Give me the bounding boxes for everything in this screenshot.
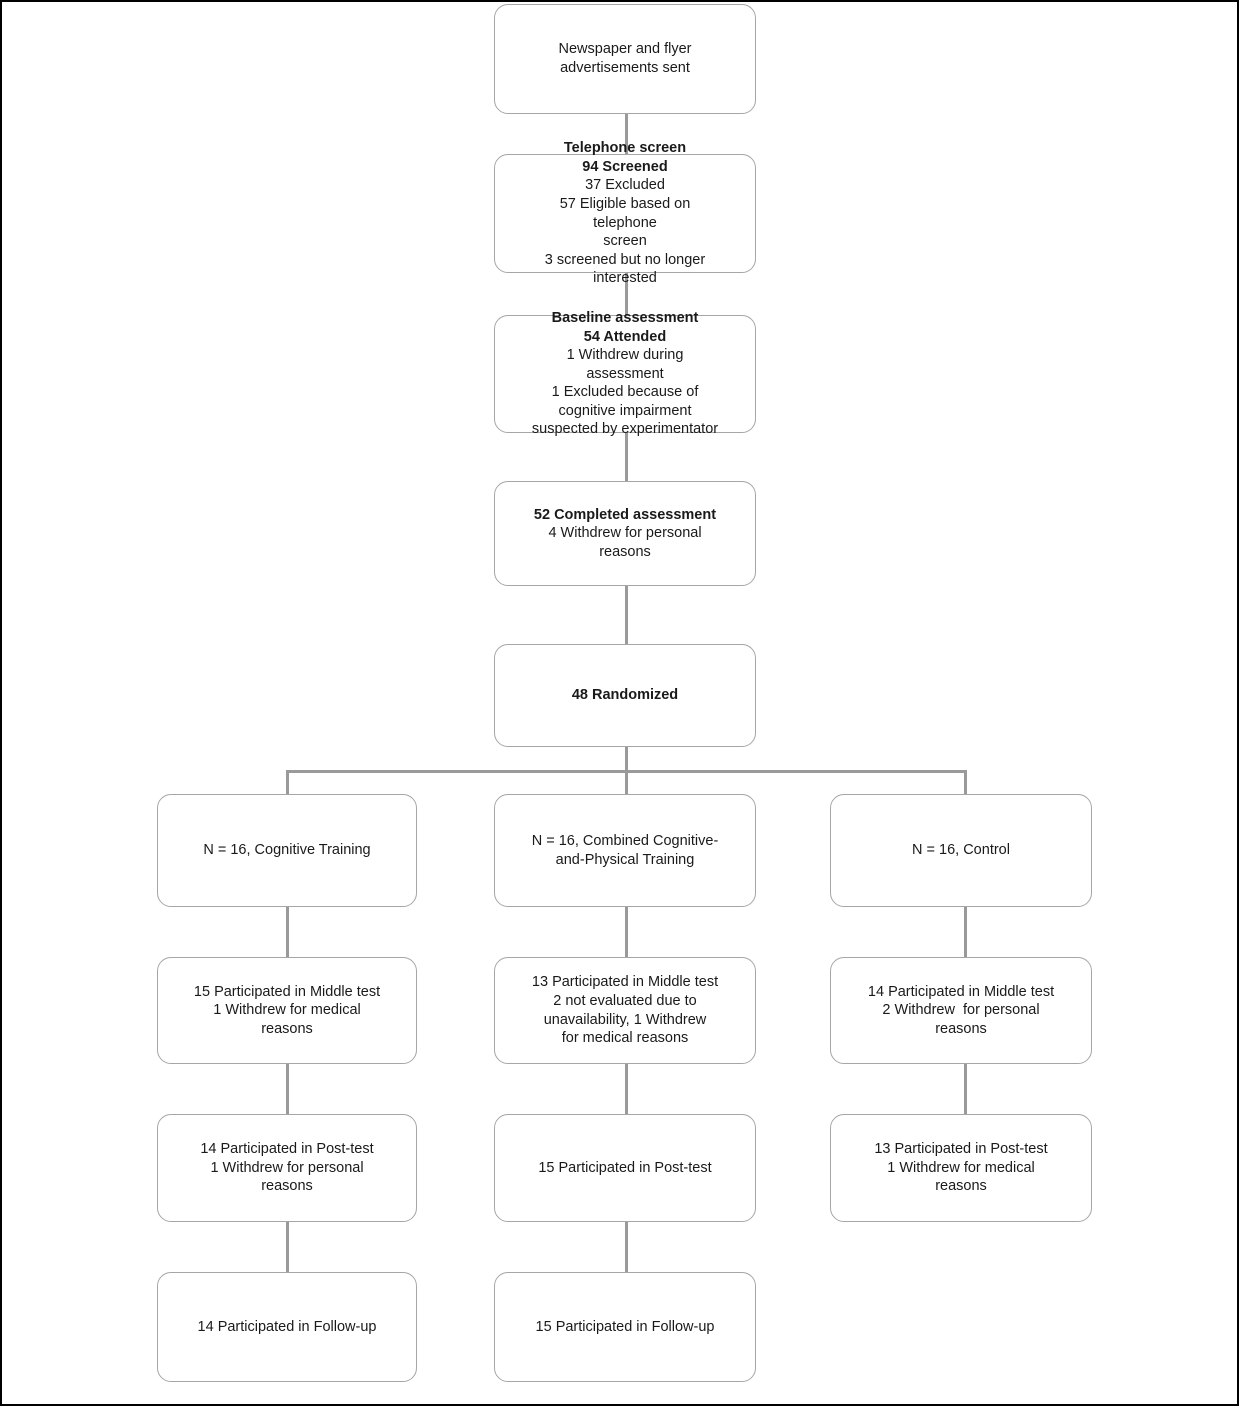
text-line: Newspaper and flyer (558, 41, 692, 58)
connector-middle2-to-post (625, 1064, 628, 1114)
text-line: Baseline assessment (551, 310, 699, 327)
arm-control-box[interactable]: N = 16, Control (830, 794, 1092, 907)
arm-combined-training-text: N = 16, Combined Cognitive-and-Physical … (505, 832, 745, 869)
text-line: reasons (935, 1020, 987, 1037)
text-line: Telephone screen (563, 140, 687, 157)
connector-post1-to-followup (286, 1222, 289, 1272)
connector-arm3-to-middle (964, 907, 967, 957)
connector-branch-middle-drop (625, 770, 628, 794)
text-line: 13 Participated in Middle test (531, 974, 719, 991)
connector-baseline-to-completed (625, 433, 628, 481)
text-line: 1 Excluded because of (551, 384, 699, 401)
text-line: 15 Participated in Middle test (193, 983, 381, 1000)
connector-branch-right-drop (964, 770, 967, 794)
text-line: cognitive impairment (558, 402, 692, 419)
text-line: N = 16, Cognitive Training (203, 842, 371, 859)
middle-test-cognitive-text: 15 Participated in Middle test 1 Withdrew… (168, 983, 406, 1039)
randomized-box[interactable]: 48 Randomized (494, 644, 756, 747)
randomized-text: 48 Randomized (505, 686, 745, 705)
recruitment-text: Newspaper and flyer advertisements sent (505, 40, 745, 77)
text-line: 15 Participated in Follow-up (535, 1318, 715, 1335)
post-test-combined-box[interactable]: 15 Participated in Post-test (494, 1114, 756, 1222)
text-line: 1 Withdrew for medical (213, 1002, 361, 1019)
text-line: telephone (593, 214, 657, 231)
completed-assessment-text: 52 Completed assessment 4 Withdrew for pe… (505, 506, 745, 562)
text-line: 3 screened but no longer (544, 251, 706, 268)
text-line: reasons (599, 543, 651, 560)
connector-randomized-stem (625, 747, 628, 772)
connector-branch-left-drop (286, 770, 289, 794)
followup-combined-box[interactable]: 15 Participated in Follow-up (494, 1272, 756, 1382)
followup-cognitive-text: 14 Participated in Follow-up (168, 1318, 406, 1337)
connector-middle1-to-post (286, 1064, 289, 1114)
text-line: N = 16, Combined Cognitive- (531, 832, 719, 849)
text-line: 1 Withdrew for medical (887, 1159, 1035, 1176)
text-line: assessment (586, 365, 664, 382)
text-line: 2 Withdrew for personal (882, 1002, 1040, 1019)
middle-test-control-box[interactable]: 14 Participated in Middle test 2 Withdrew… (830, 957, 1092, 1064)
text-line: 1 Withdrew for personal (210, 1159, 364, 1176)
followup-cognitive-box[interactable]: 14 Participated in Follow-up (157, 1272, 417, 1382)
text-line: advertisements sent (560, 60, 690, 76)
text-line: 48 Randomized (571, 687, 679, 704)
connector-completed-to-randomized (625, 586, 628, 644)
connector-post2-to-followup (625, 1222, 628, 1272)
connector-arm2-to-middle (625, 907, 628, 957)
text-line: 13 Participated in Post-test (874, 1141, 1048, 1158)
completed-assessment-box[interactable]: 52 Completed assessment 4 Withdrew for pe… (494, 481, 756, 586)
arm-cognitive-training-text: N = 16, Cognitive Training (168, 841, 406, 860)
arm-cognitive-training-box[interactable]: N = 16, Cognitive Training (157, 794, 417, 907)
text-line: N = 16, Control (912, 842, 1010, 859)
text-line: 94 Screened (582, 158, 668, 175)
text-line: 14 Participated in Follow-up (197, 1318, 377, 1335)
text-line: 4 Withdrew for personal (548, 525, 702, 542)
text-line: reasons (935, 1178, 987, 1195)
text-line: reasons (261, 1178, 313, 1195)
text-line: 14 Participated in Middle test (867, 983, 1055, 1000)
connector-telephone-to-baseline (625, 273, 628, 315)
text-line: 2 not evaluated due to (553, 992, 697, 1009)
text-line: 15 Participated in Post-test (538, 1159, 712, 1176)
arm-control-text: N = 16, Control (841, 841, 1081, 860)
text-line: 1 Withdrew during (566, 347, 684, 364)
followup-combined-text: 15 Participated in Follow-up (505, 1318, 745, 1337)
text-line: 54 Attended (583, 328, 667, 345)
text-line: 14 Participated in Post-test (200, 1141, 374, 1158)
text-line: reasons (261, 1020, 313, 1037)
middle-test-cognitive-box[interactable]: 15 Participated in Middle test 1 Withdrew… (157, 957, 417, 1064)
recruitment-box[interactable]: Newspaper and flyer advertisements sent (494, 4, 756, 114)
middle-test-control-text: 14 Participated in Middle test 2 Withdrew… (841, 983, 1081, 1039)
post-test-combined-text: 15 Participated in Post-test (505, 1159, 745, 1178)
connector-recruitment-to-telephone (625, 112, 628, 154)
text-line: for medical reasons (561, 1030, 689, 1047)
text-line: suspected by experimentator (531, 421, 719, 438)
text-line: screen (603, 233, 647, 250)
text-line: 37 Excluded (585, 177, 665, 194)
text-line: 52 Completed assessment (533, 506, 717, 523)
text-line: and-Physical Training (555, 851, 695, 868)
text-line: unavailability, 1 Withdrew (543, 1011, 707, 1028)
connector-arm1-to-middle (286, 907, 289, 957)
text-line: interested (593, 270, 657, 287)
connector-middle3-to-post (964, 1064, 967, 1114)
text-line: 57 Eligible based on (559, 195, 691, 212)
arm-combined-training-box[interactable]: N = 16, Combined Cognitive-and-Physical … (494, 794, 756, 907)
